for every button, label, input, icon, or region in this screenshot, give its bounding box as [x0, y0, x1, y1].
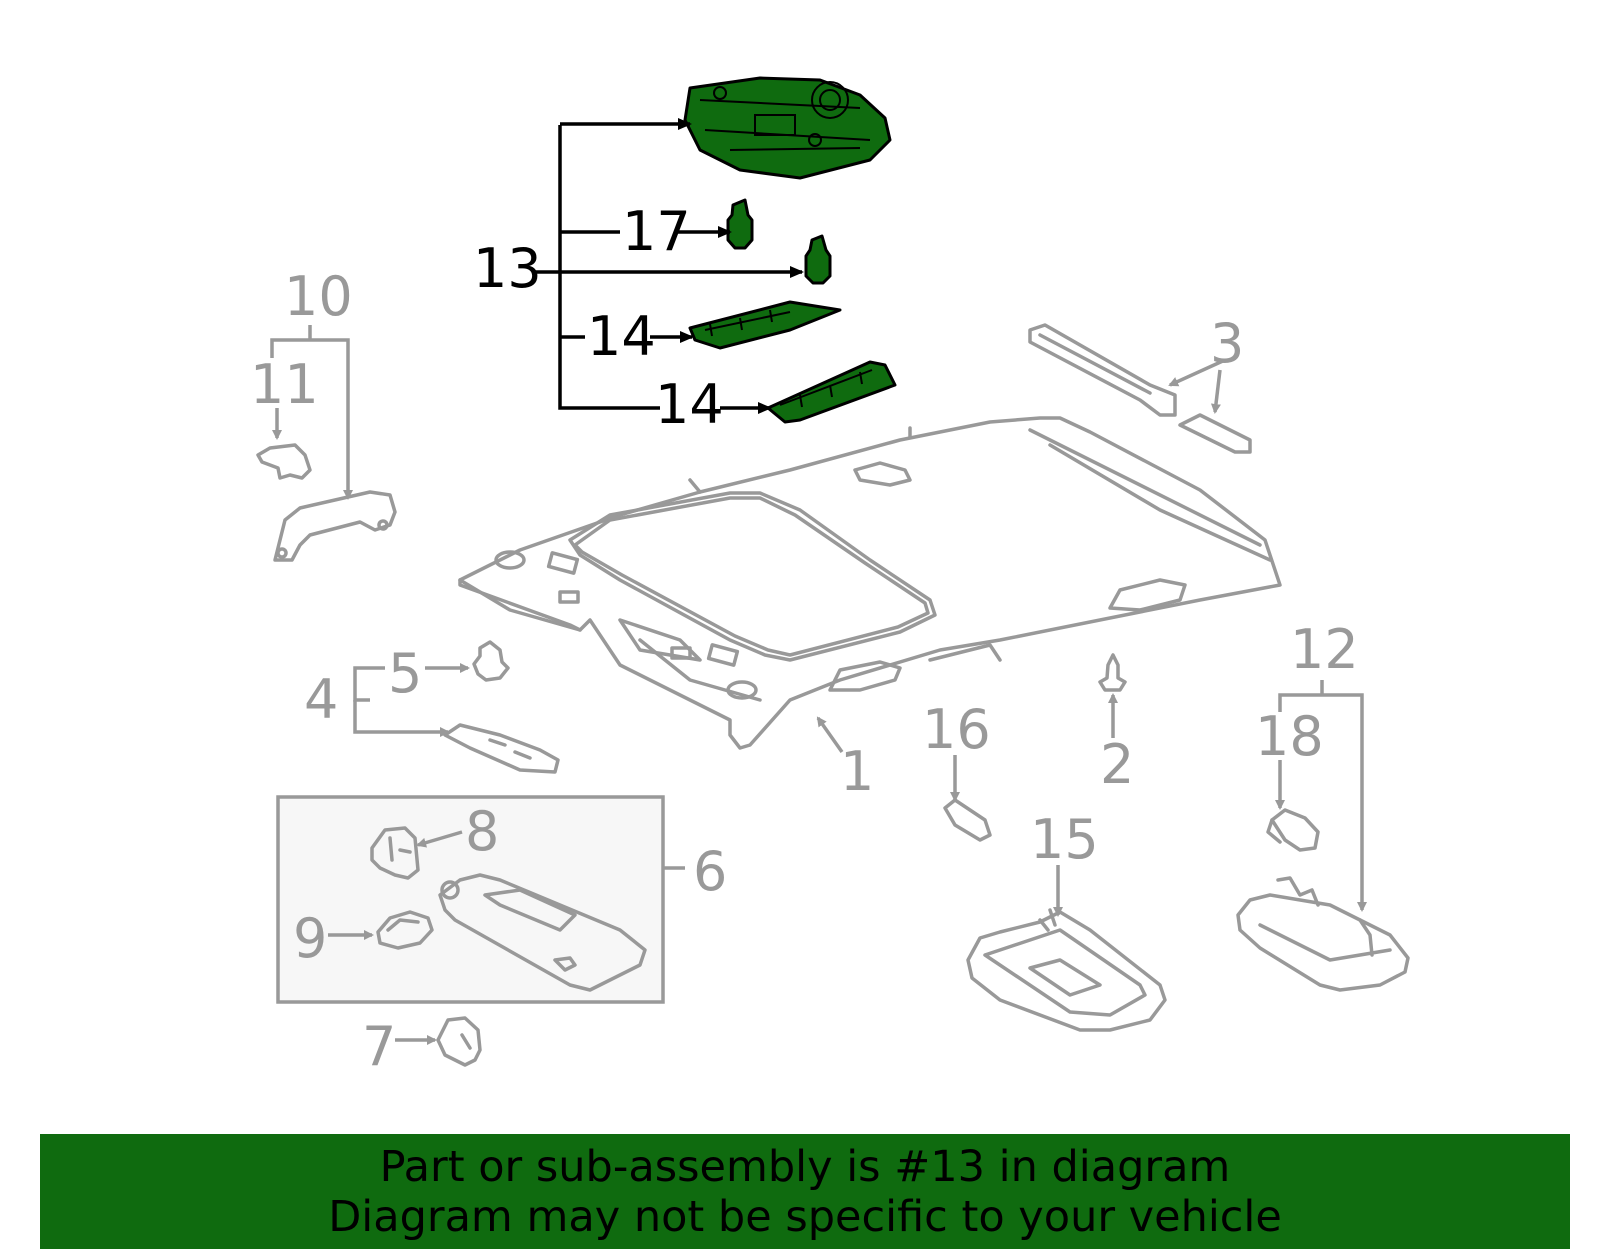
callout-14-upper: 14 — [587, 305, 656, 368]
callout-9: 9 — [293, 907, 327, 970]
part-15-dome-lamp — [966, 865, 1167, 1032]
part-14-lens-lower — [766, 360, 897, 424]
callout-6: 6 — [693, 840, 727, 903]
part-3-brackets — [1028, 323, 1252, 454]
callout-12: 12 — [1290, 618, 1359, 681]
part-5-clip — [425, 640, 510, 682]
callout-5: 5 — [388, 642, 422, 705]
callout-14-lower: 14 — [655, 373, 724, 436]
callout-13: 13 — [473, 237, 542, 300]
callout-17: 17 — [622, 200, 691, 263]
part-9-bezel — [328, 910, 434, 950]
callout-18: 18 — [1255, 705, 1324, 768]
part-13-clip — [804, 234, 832, 285]
banner-line-2: Diagram may not be specific to your vehi… — [328, 1192, 1282, 1242]
part-18-bulb — [1266, 760, 1320, 852]
callout-15: 15 — [1030, 808, 1099, 871]
part-1-headliner — [458, 416, 1282, 750]
part-4-bracket — [353, 666, 560, 774]
part-2-clip — [1098, 653, 1127, 738]
part-10-grab-handle — [270, 325, 397, 562]
callout-3: 3 — [1210, 312, 1244, 375]
callout-1: 1 — [840, 740, 874, 803]
callout-7: 7 — [362, 1015, 396, 1078]
part-12-map-lamp — [1236, 680, 1410, 992]
part-8-holder — [370, 826, 463, 880]
callout-2: 2 — [1100, 733, 1134, 796]
part-13-bracket-leaders — [532, 118, 804, 414]
info-banner: Part or sub-assembly is #13 in diagram D… — [40, 1134, 1570, 1249]
part-6-sun-visor-group — [276, 795, 685, 1004]
callout-8: 8 — [465, 800, 499, 863]
callout-16: 16 — [922, 698, 991, 761]
part-16-bulb — [943, 755, 992, 842]
part-17-clip — [726, 198, 754, 250]
callout-10: 10 — [284, 265, 353, 328]
part-14-lens-upper — [688, 300, 842, 350]
part-13-console-lamp — [683, 76, 892, 180]
part-11-cover — [256, 408, 312, 480]
part-1-leader — [816, 716, 844, 754]
banner-line-1: Part or sub-assembly is #13 in diagram — [379, 1142, 1231, 1192]
callout-4: 4 — [304, 668, 338, 731]
callout-11: 11 — [250, 353, 319, 416]
part-7-clip — [395, 1016, 482, 1067]
